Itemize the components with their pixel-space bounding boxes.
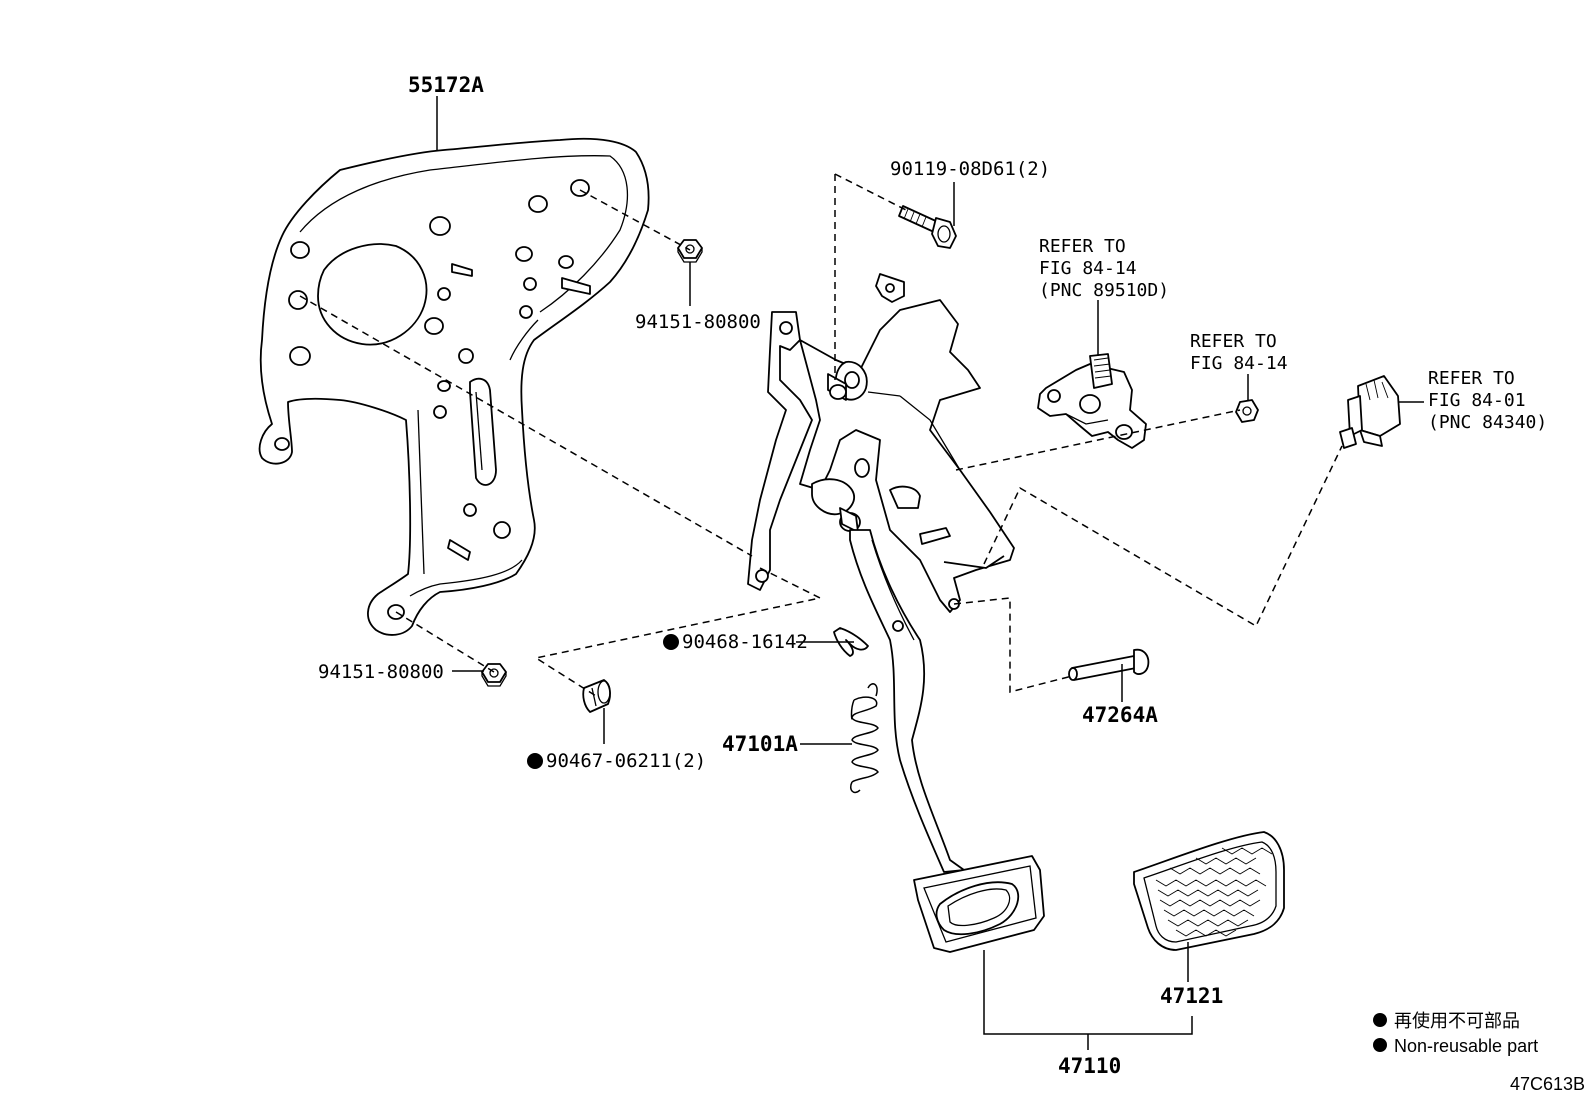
legend-marker-2 bbox=[1373, 1038, 1387, 1052]
ref-switch-line2: FIG 84-01 bbox=[1428, 390, 1526, 411]
ref-sensor-line2: FIG 84-14 bbox=[1039, 258, 1137, 279]
nut-lower bbox=[481, 663, 507, 687]
label-pedal-assy: 47110 bbox=[1058, 1054, 1121, 1078]
ref-nut-line1: REFER TO bbox=[1190, 331, 1277, 352]
assembly-lines bbox=[299, 173, 1343, 697]
label-nut-lower: 94151-80800 bbox=[318, 661, 444, 683]
pedal-pad-assembly bbox=[913, 855, 1045, 953]
label-spring: 47101A bbox=[722, 732, 798, 756]
non-reusable-marker-bushing bbox=[527, 753, 543, 769]
ref-sensor-line3: (PNC 89510D) bbox=[1039, 280, 1169, 301]
stop-lamp-switch bbox=[1339, 375, 1401, 449]
pedal-bracket bbox=[258, 137, 650, 636]
bushing bbox=[582, 679, 611, 713]
label-pedal-pad: 47121 bbox=[1160, 984, 1223, 1008]
label-clip: 90468-16142 bbox=[682, 631, 808, 653]
ref-nut-line2: FIG 84-14 bbox=[1190, 353, 1288, 374]
stroke-sensor bbox=[1037, 353, 1147, 449]
pedal-pad bbox=[1133, 831, 1285, 951]
return-spring bbox=[849, 683, 879, 794]
nut-upper bbox=[677, 239, 703, 263]
legend-marker-1 bbox=[1373, 1013, 1387, 1027]
label-bracket: 55172A bbox=[408, 73, 484, 97]
pedal-support bbox=[747, 273, 1015, 873]
legend-line2: Non-reusable part bbox=[1394, 1036, 1538, 1056]
figure-code: 47C613B bbox=[1510, 1074, 1585, 1094]
non-reusable-marker-clip bbox=[663, 634, 679, 650]
label-pin: 47264A bbox=[1082, 703, 1158, 727]
label-bolt: 90119-08D61(2) bbox=[890, 158, 1050, 180]
reference-nut: REFER TO FIG 84-14 bbox=[1190, 331, 1288, 374]
legend-line1: 再使用不可部品 bbox=[1394, 1011, 1520, 1031]
label-nut-upper: 94151-80800 bbox=[635, 311, 761, 333]
sensor-nut bbox=[1235, 399, 1259, 423]
pin bbox=[1068, 648, 1150, 681]
reference-sensor: REFER TO FIG 84-14 (PNC 89510D) bbox=[1039, 236, 1169, 301]
ref-sensor-line1: REFER TO bbox=[1039, 236, 1126, 257]
bolt bbox=[898, 205, 957, 249]
label-bushing: 90467-06211(2) bbox=[546, 750, 706, 772]
legend: 再使用不可部品 Non-reusable part bbox=[1373, 1011, 1538, 1056]
ref-switch-line3: (PNC 84340) bbox=[1428, 412, 1547, 433]
reference-switch: REFER TO FIG 84-01 (PNC 84340) bbox=[1428, 368, 1547, 433]
part-labels: 55172A 90119-08D61(2) 94151-80800 94151-… bbox=[318, 73, 1223, 1078]
leader-lines bbox=[436, 96, 1424, 1050]
ref-switch-line1: REFER TO bbox=[1428, 368, 1515, 389]
